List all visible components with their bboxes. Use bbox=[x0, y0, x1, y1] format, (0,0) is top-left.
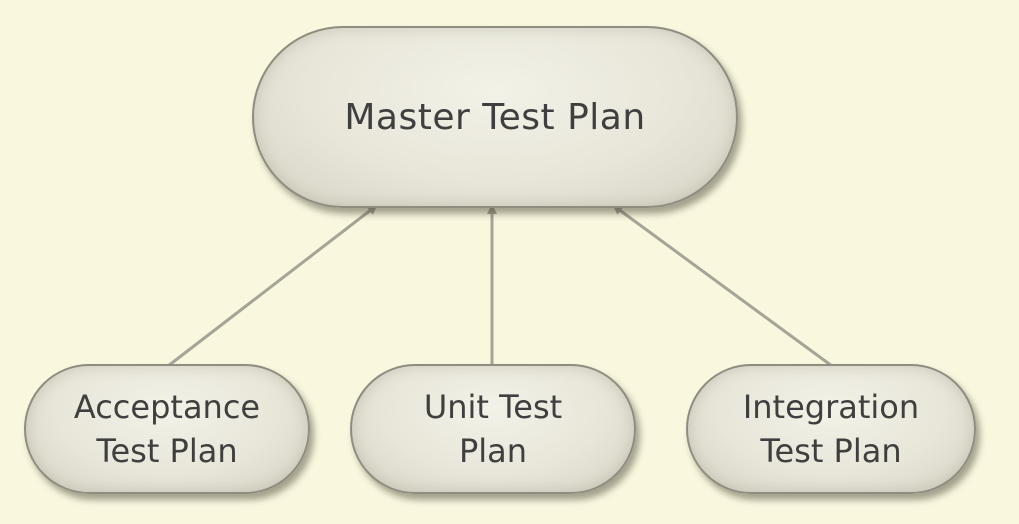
unit-test-plan-node: Unit Test Plan bbox=[350, 364, 636, 494]
acceptance-test-plan-label-line2: Test Plan bbox=[96, 432, 238, 470]
edge-acceptance-to-master bbox=[167, 204, 378, 368]
edge-integration-to-master bbox=[612, 204, 833, 368]
unit-test-plan-label-line2: Plan bbox=[458, 432, 528, 470]
master-test-plan-node: Master Test Plan bbox=[252, 26, 738, 208]
unit-test-plan-label-line1: Unit Test bbox=[423, 388, 563, 426]
integration-test-plan-label-line1: Integration bbox=[742, 388, 920, 426]
acceptance-test-plan-node: Acceptance Test Plan bbox=[24, 364, 310, 494]
acceptance-test-plan-label-line1: Acceptance bbox=[73, 388, 261, 426]
integration-test-plan-node: Integration Test Plan bbox=[686, 364, 976, 494]
master-test-plan-label: Master Test Plan bbox=[344, 96, 646, 138]
integration-test-plan-label-line2: Test Plan bbox=[760, 432, 902, 470]
